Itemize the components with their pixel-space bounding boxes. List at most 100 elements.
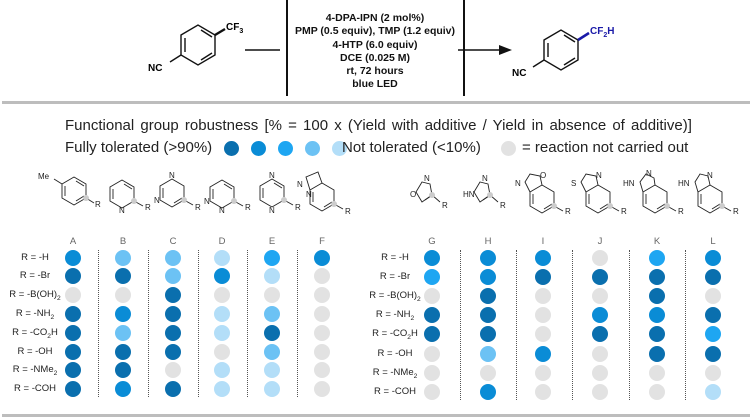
robustness-dot (649, 384, 665, 400)
scaffold-f-r: R (345, 207, 351, 216)
column-separator (197, 250, 199, 397)
robustness-dot (705, 307, 721, 323)
robustness-dot (480, 346, 496, 362)
robustness-dot (165, 287, 181, 303)
scaffold-j-n: N (596, 171, 602, 180)
right-column-label: L (710, 236, 716, 247)
scaffold-h (473, 181, 499, 203)
robustness-dot (535, 384, 551, 400)
bottom-divider (2, 414, 750, 417)
robustness-dot (115, 306, 131, 322)
legend-grey-dot (501, 141, 516, 156)
robustness-dot (115, 268, 131, 284)
robustness-dot (535, 307, 551, 323)
robustness-dot (705, 288, 721, 304)
scaffold-i-o: O (540, 171, 546, 180)
right-row-label: R = -Br (379, 271, 411, 282)
scaffold-l-hn: HN (678, 179, 690, 188)
robustness-dot (535, 250, 551, 266)
column-separator (148, 250, 149, 397)
robustness-dot (705, 346, 721, 362)
robustness-dot (115, 250, 131, 266)
robustness-dot (314, 325, 330, 341)
robustness-dot (264, 287, 280, 303)
scaffold-i-r: R (565, 207, 571, 216)
scaffold-j-r: R (621, 207, 627, 216)
scaffold-j-s: S (571, 179, 576, 188)
column-separator (460, 250, 461, 400)
product-cf2h: CF2H (590, 26, 614, 39)
robustness-dot (480, 269, 496, 285)
robustness-dot (115, 287, 131, 303)
column-separator (297, 250, 298, 397)
conditions-divider-left (286, 0, 288, 96)
robustness-dot (535, 346, 551, 362)
robustness-dot (314, 287, 330, 303)
robustness-dot (264, 250, 280, 266)
robustness-dot (115, 381, 131, 397)
scaffold-c (159, 178, 194, 208)
robustness-dot (705, 365, 721, 381)
scaffold-b-r: R (145, 203, 151, 212)
scaffold-e-n2: N (269, 206, 275, 215)
scaffold-c-n2: N (154, 196, 160, 205)
robustness-dot (65, 362, 81, 378)
left-column-label: F (319, 236, 325, 247)
right-row-label: R = -B(OH)2 (369, 290, 421, 303)
scaffold-k-hn: HN (623, 179, 635, 188)
scaffold-d-n2: N (219, 206, 225, 215)
robustness-dot (592, 269, 608, 285)
robustness-dot (424, 269, 440, 285)
left-column-label: D (218, 236, 226, 247)
robustness-dot (480, 307, 496, 323)
column-separator (98, 250, 99, 397)
scaffold-k-r: R (678, 207, 684, 216)
scaffold-h-n: N (482, 174, 488, 183)
scaffold-h-r: R (500, 201, 506, 210)
right-column-label: K (653, 236, 661, 247)
scaffold-i (524, 173, 564, 214)
right-row-label: R = -CO2H (372, 328, 418, 341)
scaffold-l-n: N (707, 171, 713, 180)
robustness-dot (65, 268, 81, 284)
scaffold-l (694, 173, 732, 214)
robustness-dot (65, 381, 81, 397)
scaffold-j (580, 173, 620, 214)
column-separator (571, 250, 573, 400)
robustness-dot (165, 268, 181, 284)
condition-line: 4-HTP (6.0 equiv) (332, 38, 418, 51)
robustness-dot (592, 384, 608, 400)
robustness-dot (592, 288, 608, 304)
robustness-dot (65, 250, 81, 266)
robustness-dot (424, 326, 440, 342)
legend-scale-dot (332, 141, 347, 156)
robustness-dot (214, 362, 230, 378)
robustness-dot (649, 250, 665, 266)
scaffold-b-n: N (119, 206, 125, 215)
scaffold-a-me: Me (38, 172, 50, 181)
robustness-dot (592, 346, 608, 362)
robustness-dot (424, 346, 440, 362)
left-scaffolds: Me R N R N N R N N R N N R N N R (38, 171, 351, 216)
right-column-label: J (597, 236, 603, 247)
robustness-dot (649, 346, 665, 362)
left-column-label: A (69, 236, 77, 247)
scaffold-d (209, 179, 244, 209)
scaffold-f-n2: N (306, 190, 312, 199)
robustness-dot (65, 287, 81, 303)
robustness-dot (535, 269, 551, 285)
left-column-label: C (169, 236, 177, 247)
left-row-label: R = -H (21, 252, 49, 263)
robustness-dot (705, 269, 721, 285)
robustness-dot (705, 250, 721, 266)
scaffold-k-n: N (646, 170, 652, 178)
robustness-dot (214, 250, 230, 266)
robustness-dot (592, 307, 608, 323)
left-row-label: R = -CO2H (12, 327, 58, 340)
scaffold-c-n1: N (169, 171, 175, 180)
robustness-dot (214, 381, 230, 397)
robustness-dot (115, 325, 131, 341)
column-separator (685, 250, 686, 400)
robustness-dot (264, 344, 280, 360)
robustness-dot (115, 362, 131, 378)
